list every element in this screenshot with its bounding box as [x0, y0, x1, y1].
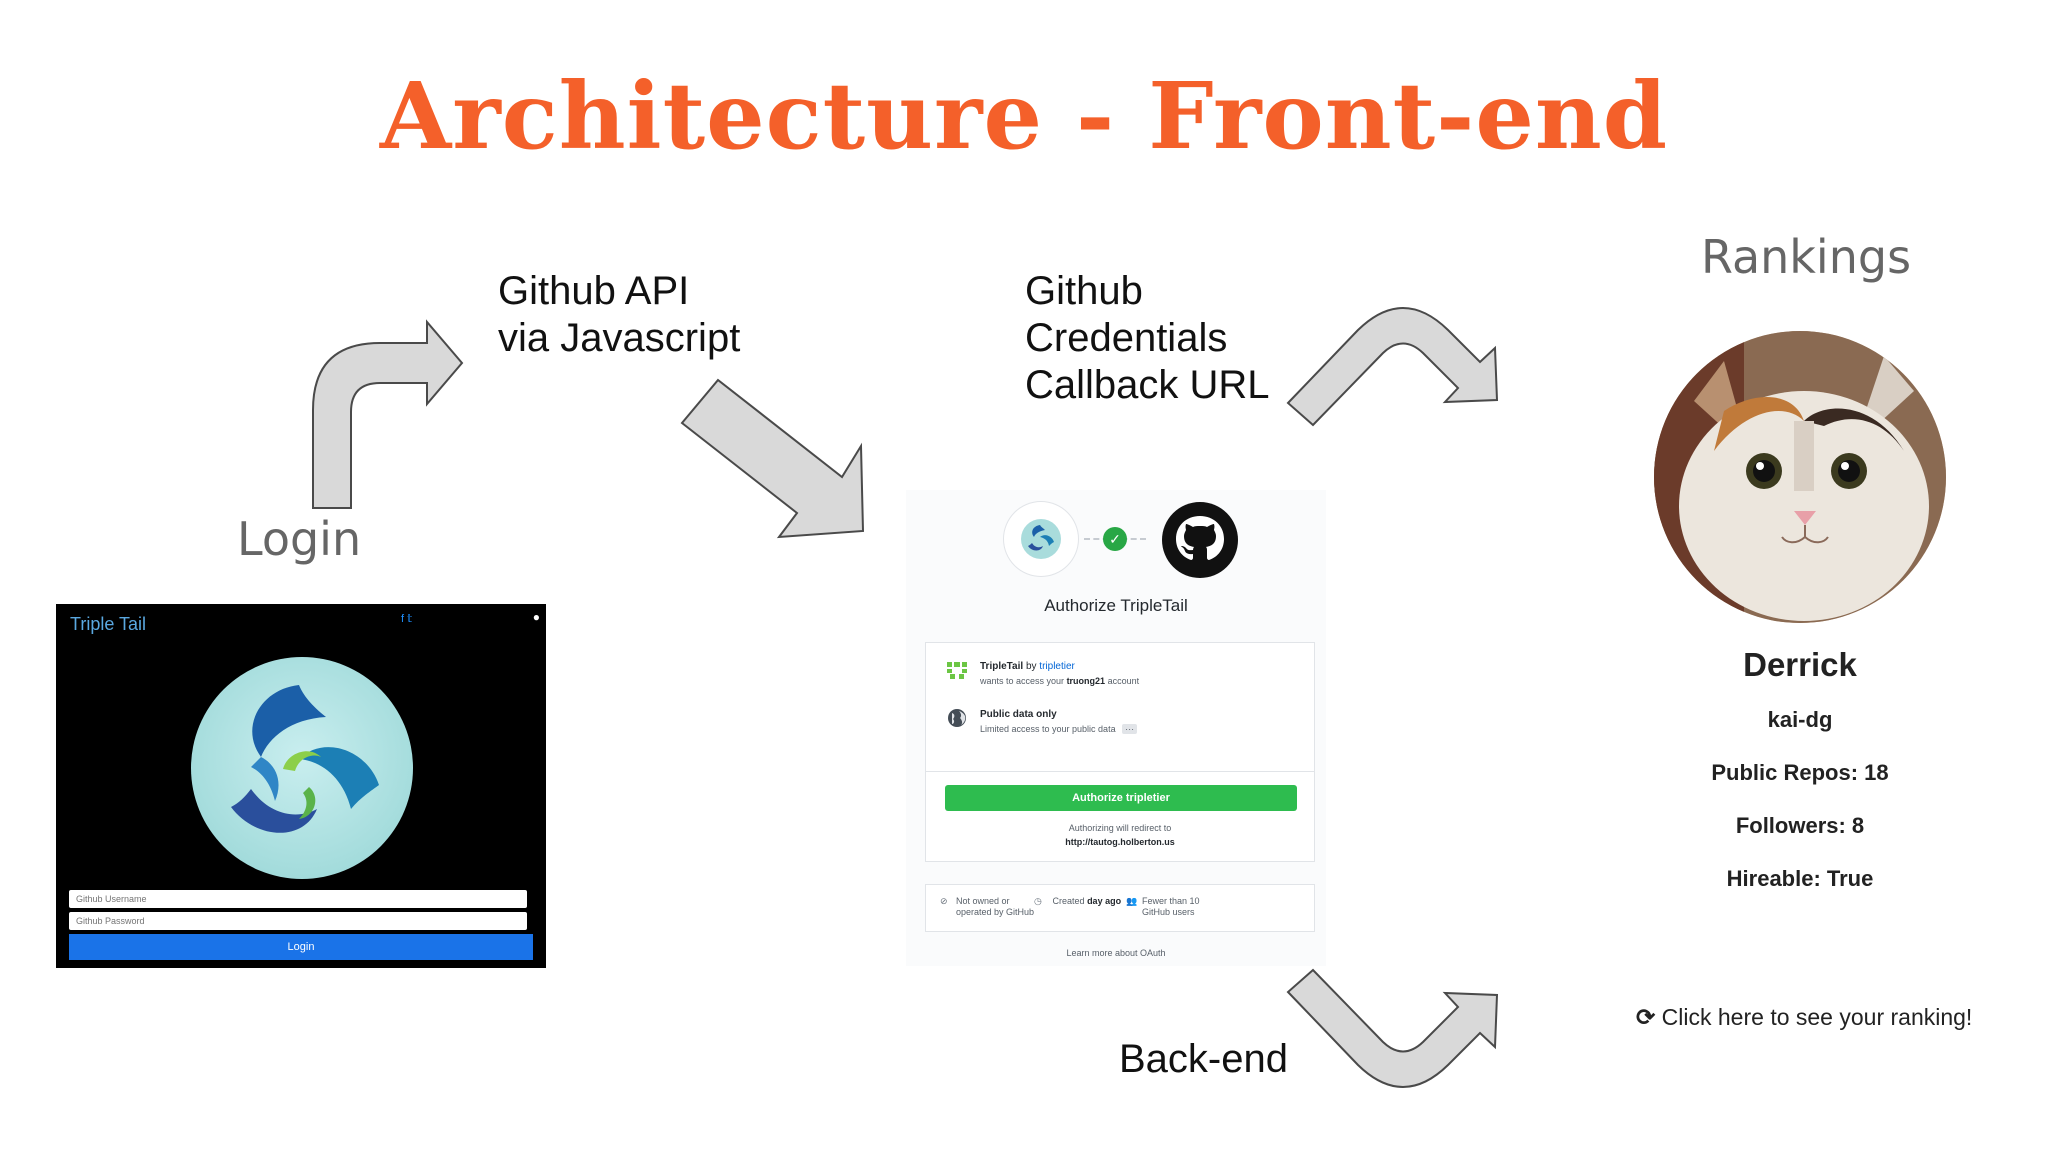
- label-github-api: Github API via Javascript: [498, 269, 741, 360]
- label-login: Login: [237, 512, 362, 566]
- card-divider: [926, 771, 1314, 772]
- github-octocat-icon: [1162, 502, 1238, 578]
- redirect-note: Authorizing will redirect to http://taut…: [926, 821, 1314, 849]
- access-suffix: account: [1107, 676, 1140, 686]
- arrow-backend: [1286, 968, 1499, 1088]
- redirect-text: Authorizing will redirect to: [1068, 823, 1172, 833]
- people-icon: 👥: [1126, 896, 1138, 906]
- app-name: TripleTail: [980, 661, 1024, 672]
- profile-followers: Followers: 8: [1735, 813, 1865, 838]
- arrow-login-to-api: [312, 319, 464, 509]
- redirect-url: http://tautog.holberton.us: [1065, 837, 1175, 847]
- authorize-button[interactable]: Authorize tripletier: [945, 785, 1297, 811]
- authorize-heading: Authorize TripleTail: [1044, 596, 1188, 615]
- authorize-card: TripleTail by tripletier wants to access…: [925, 642, 1315, 862]
- check-icon: ✓: [1103, 527, 1127, 551]
- label-rankings: Rankings: [1701, 230, 1912, 284]
- scope-title: Public data only: [980, 709, 1057, 720]
- arrow-credentials-to-rankings: [1286, 307, 1499, 427]
- github-username-input[interactable]: [69, 890, 527, 908]
- brand-name: Triple Tail: [70, 614, 147, 634]
- profile-hireable: Hireable: True: [1726, 866, 1874, 891]
- github-password-input[interactable]: [69, 912, 527, 930]
- label-backend: Back-end: [1119, 1037, 1288, 1081]
- created-value: day ago: [1087, 896, 1122, 906]
- arrow-api-to-oauth: [680, 378, 865, 539]
- scope-description: Limited access to your public data: [980, 724, 1116, 734]
- access-prefix: wants to access your: [980, 676, 1065, 686]
- circle-slash-icon: ⊘: [940, 896, 948, 906]
- slide-title: Architecture - Front-end: [379, 62, 1669, 170]
- clock-icon: ◷: [1034, 896, 1042, 906]
- profile-avatar: [1654, 331, 1946, 623]
- refresh-icon: ⟳: [1636, 1004, 1656, 1030]
- learn-more-link[interactable]: Learn more about OAuth: [1066, 948, 1166, 958]
- created-prefix: Created: [1052, 896, 1085, 906]
- app-facts-footer: ⊘ Not owned or operated by GitHub ◷ Crea…: [925, 884, 1315, 932]
- login-screenshot: Triple Tail f 𝕥 ● Login: [56, 604, 546, 968]
- triple-tail-logo: [191, 657, 413, 879]
- globe-icon: [948, 709, 966, 727]
- owner-link[interactable]: tripletier: [1039, 661, 1075, 672]
- fewer-users-fact: 👥 Fewer than 10 GitHub users: [1126, 896, 1200, 917]
- app-identicon-icon: [946, 661, 968, 679]
- account-name: truong21: [1066, 676, 1106, 686]
- created-fact: ◷ Created day ago: [1034, 896, 1121, 907]
- refresh-link-text: Click here to see your ranking!: [1661, 1004, 1973, 1030]
- profile-name: Derrick: [1743, 646, 1857, 683]
- not-owned-fact: ⊘ Not owned or operated by GitHub: [940, 896, 1035, 917]
- profile-public-repos: Public Repos: 18: [1711, 760, 1889, 785]
- label-credentials: Github Credentials Callback URL: [1025, 269, 1270, 407]
- app-info-row: TripleTail by tripletier wants to access…: [946, 659, 1306, 689]
- github-oauth-panel: ✓ Authorize TripleTail TripleTail by tri…: [906, 490, 1326, 966]
- profile-username: kai-dg: [1767, 707, 1833, 732]
- by-text: by: [1025, 661, 1037, 672]
- login-button[interactable]: Login: [69, 934, 533, 960]
- social-icons[interactable]: f 𝕥: [401, 613, 413, 625]
- ranking-refresh-link[interactable]: ⟳ Click here to see your ranking!: [1636, 1004, 1972, 1031]
- bulb-icon: ●: [532, 610, 540, 624]
- scope-row: Public data only Limited access to your …: [946, 707, 1306, 737]
- scope-more-button[interactable]: ···: [1122, 724, 1138, 734]
- app-avatar: [1004, 502, 1078, 576]
